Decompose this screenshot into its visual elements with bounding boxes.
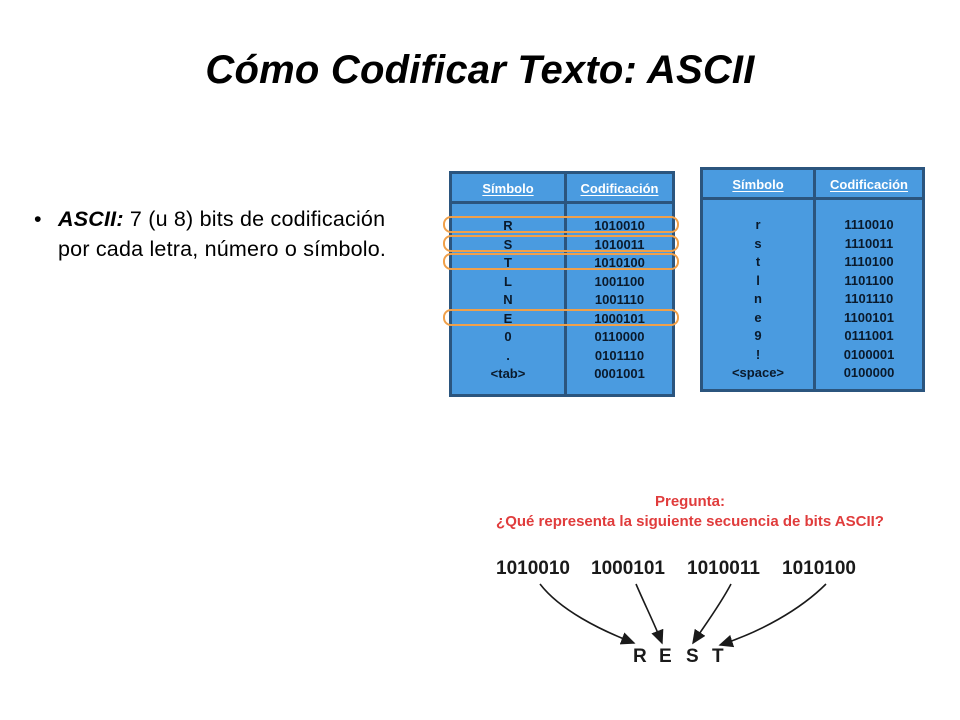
table-row: R 1010010 — [452, 218, 672, 237]
column-divider — [813, 170, 816, 389]
symbol-cell: E — [503, 310, 513, 326]
question-block: Pregunta: ¿Qué representa la siguiente s… — [420, 492, 960, 532]
table-row: E 1000101 — [452, 311, 672, 330]
ascii-table-lowercase: Símbolo Codificación r 1110010 s 1110011 t… — [700, 167, 925, 392]
symbol-cell: t — [755, 254, 761, 269]
symbol-cell: l — [756, 272, 760, 288]
code-cell: 1001100 — [594, 273, 645, 289]
table-row: 0 0110000 — [452, 329, 672, 348]
symbol-cell: <tab> — [490, 366, 526, 381]
symbol-cell: S — [503, 236, 513, 252]
header-symbol: Símbolo — [482, 181, 534, 196]
highlight-row-t — [443, 253, 679, 270]
table-row: e 1100101 — [703, 310, 922, 329]
code-cell: 1101110 — [844, 291, 894, 306]
table-header: Símbolo Codificación — [703, 170, 922, 200]
bit-sequence-4: 1010100 — [782, 558, 856, 579]
answer-letter-r: R — [633, 646, 647, 667]
table-row: <tab> 0001001 — [452, 366, 672, 385]
table-row: s 1110011 — [703, 236, 922, 255]
table-header: Símbolo Codificación — [452, 174, 672, 204]
code-cell: 1110100 — [844, 254, 894, 269]
column-divider — [564, 174, 567, 394]
bit-sequence-2: 1000101 — [591, 558, 665, 579]
table-row: <space> 0100000 — [703, 365, 922, 384]
bit-sequence-3: 1010011 — [687, 558, 760, 579]
table-row: n 1101110 — [703, 291, 922, 310]
arrow-s — [692, 583, 732, 645]
symbol-cell: T — [504, 255, 512, 270]
highlight-row-r — [443, 216, 679, 233]
table-row: ! 0100001 — [703, 347, 922, 366]
symbol-cell: N — [503, 292, 513, 307]
highlight-row-e — [443, 308, 679, 326]
bullet-term: ASCII: — [58, 207, 124, 231]
code-cell: 0100000 — [843, 365, 895, 380]
header-symbol: Símbolo — [732, 177, 784, 192]
answer-letter-e: E — [659, 646, 672, 667]
question-heading: Pregunta: — [654, 493, 725, 510]
code-cell: 1100101 — [844, 309, 894, 325]
symbol-cell: 9 — [754, 328, 762, 343]
symbol-cell: L — [504, 273, 512, 289]
symbol-cell: ! — [755, 346, 761, 362]
code-cell: 1110010 — [844, 217, 894, 232]
bullet-description: 7 (u 8) bits de codificación por cada le… — [58, 207, 387, 261]
code-cell: 0101110 — [594, 347, 645, 363]
code-cell: 1000101 — [594, 310, 645, 326]
symbol-cell: . — [506, 347, 510, 363]
table-row: S 1010011 — [452, 237, 672, 256]
code-cell: 0001001 — [594, 366, 645, 381]
bullet-point: • ASCII: 7 (u 8) bits de codificación po… — [34, 204, 414, 264]
code-cell: 1010100 — [594, 255, 645, 270]
symbol-cell: R — [503, 218, 513, 233]
table-row: r 1110010 — [703, 217, 922, 236]
table-row: . 0101110 — [452, 348, 672, 367]
header-encoding: Codificación — [580, 181, 659, 196]
header-encoding: Codificación — [829, 177, 908, 192]
table-row: L 1001100 — [452, 274, 672, 293]
arrow-e — [635, 583, 664, 645]
code-cell: 1001110 — [594, 292, 645, 307]
arrow-r — [539, 583, 636, 645]
table-row: T 1010100 — [452, 255, 672, 274]
symbol-cell: n — [754, 291, 762, 306]
bullet-marker: • — [34, 207, 42, 231]
table-row: N 1001110 — [452, 292, 672, 311]
question-text: ¿Qué representa la siguiente secuencia d… — [496, 513, 884, 530]
table-row: 9 0111001 — [703, 328, 922, 347]
symbol-cell: 0 — [504, 329, 512, 344]
table-row: l 1101100 — [703, 273, 922, 292]
arrow-t — [718, 583, 827, 648]
code-cell: 0111001 — [844, 328, 894, 343]
answer-letter-s: S — [686, 646, 699, 667]
ascii-table-uppercase: Símbolo Codificación R 1010010 S 1010011 T… — [449, 171, 675, 397]
symbol-cell: e — [754, 309, 762, 325]
code-cell: 0100001 — [843, 346, 895, 362]
bit-sequence-1: 1010010 — [496, 558, 570, 579]
code-cell: 1110011 — [844, 235, 894, 251]
table-row: t 1110100 — [703, 254, 922, 273]
code-cell: 0110000 — [594, 329, 645, 344]
symbol-cell: r — [755, 217, 761, 232]
code-cell: 1010011 — [594, 236, 645, 252]
bullet-text: ASCII: 7 (u 8) bits de codificación por … — [58, 204, 414, 264]
slide-title: Cómo Codificar Texto: ASCII — [205, 48, 755, 92]
code-cell: 1010010 — [594, 218, 645, 233]
symbol-cell: <space> — [731, 365, 785, 380]
symbol-cell: s — [754, 235, 762, 251]
answer-letter-t: T — [712, 646, 724, 667]
code-cell: 1101100 — [844, 272, 894, 288]
highlight-row-s — [443, 234, 679, 252]
